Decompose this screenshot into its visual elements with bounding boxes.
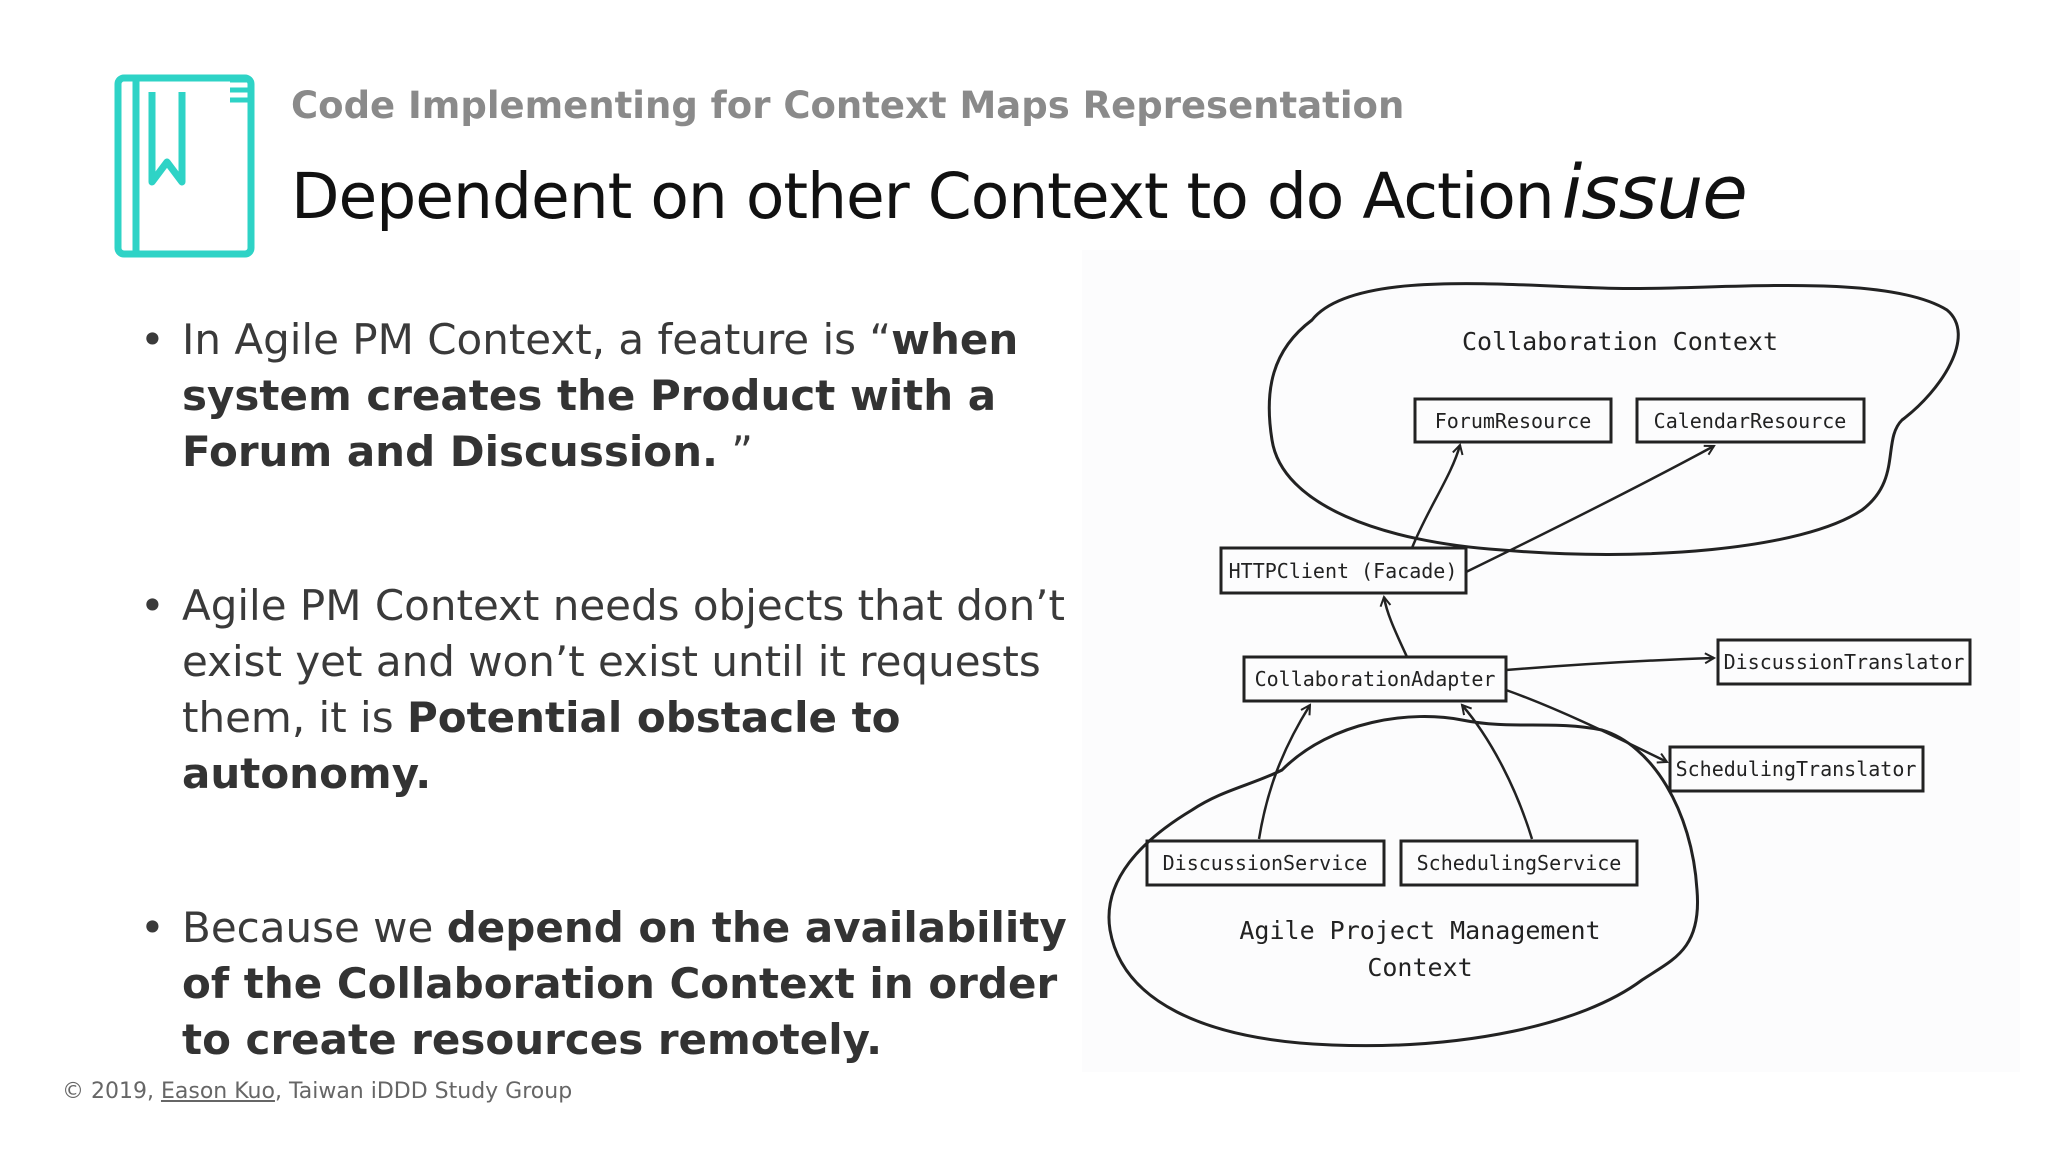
collaboration-adapter-box [1242,655,1508,703]
slide-subtitle: Code Implementing for Context Maps Repre… [291,84,1405,127]
title-emphasis: issue [1561,150,1748,236]
arrow-discussion-service-to-adapter [1257,705,1310,840]
calendar-resource-box [1635,397,1866,444]
calendar-resource-label: CalendarResource [1654,409,1847,433]
forum-resource-label: ForumResource [1435,409,1592,433]
discussion-translator-label: DiscussionTranslator [1724,650,1965,674]
context-map-diagram: Collaboration Context ForumResource Cale… [1082,250,2020,1072]
bullet-item: Because we depend on the availability of… [140,900,1100,1068]
agile-pm-context-boundary [1107,715,1700,1048]
discussion-translator-box [1716,638,1972,686]
arrow-adapter-to-http [1384,597,1409,658]
bullet-text: Because we [182,903,447,952]
footer-group: , Taiwan iDDD Study Group [274,1079,573,1104]
footer-author-link[interactable]: Eason Kuo [160,1079,275,1104]
scheduling-service-label: SchedulingService [1417,851,1622,875]
arrow-adapter-to-scheduling-translator [1505,688,1667,762]
discussion-service-box [1145,839,1386,887]
http-client-label: HTTPClient (Facade) [1229,559,1458,583]
footer-copyright: © 2019, [62,1079,161,1104]
title-main: Dependent on other Context to do Action [291,160,1555,233]
arrow-http-to-calendar [1465,446,1714,574]
bookmark-book-icon [114,74,255,258]
bullet-text-bold: Potential obstacle to autonomy. [182,693,901,798]
arrow-http-to-forum [1410,445,1460,549]
bullet-list: In Agile PM Context, a feature is “when … [140,312,1100,1166]
collaboration-context-boundary [1267,282,1960,556]
agile-context-label-line2: Context [1367,953,1472,982]
bullet-text-bold: depend on the availability of the Collab… [182,903,1067,1064]
bullet-text: Agile PM Context needs objects that don’… [182,581,1066,742]
scheduling-service-box [1399,839,1639,887]
arrow-scheduling-service-to-adapter [1462,705,1534,840]
collaboration-context-label: Collaboration Context [1462,327,1778,356]
http-client-box [1219,546,1468,595]
bullet-item: Agile PM Context needs objects that don’… [140,578,1100,802]
bullet-text: In Agile PM Context, a feature is “ [182,315,892,364]
collaboration-adapter-label: CollaborationAdapter [1255,667,1496,691]
bullet-text: ” [717,427,754,476]
scheduling-translator-label: SchedulingTranslator [1676,757,1917,781]
scheduling-translator-box [1668,745,1925,793]
agile-context-label-line1: Agile Project Management [1239,916,1600,945]
footer: © 2019, Eason Kuo, Taiwan iDDD Study Gro… [62,1079,572,1104]
forum-resource-box [1413,397,1613,444]
bullet-item: In Agile PM Context, a feature is “when … [140,312,1100,480]
arrow-adapter-to-discussion-translator [1505,658,1714,672]
bullet-text-bold: when system creates the Product with a F… [182,315,1019,476]
discussion-service-label: DiscussionService [1163,851,1368,875]
